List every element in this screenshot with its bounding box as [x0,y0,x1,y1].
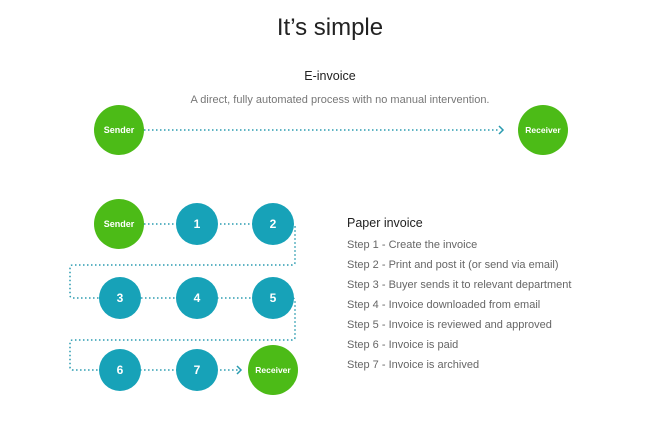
step-node-5 [252,277,294,319]
step-node-7 [176,349,218,391]
paper-sender-node-label: Sender [104,219,135,229]
step-node-1 [176,203,218,245]
step-item: Step 7 - Invoice is archived [347,359,480,371]
step-node-7-label: 7 [194,363,201,377]
step-item: Step 6 - Invoice is paid [347,339,459,351]
step-node-2-label: 2 [270,217,277,231]
step-node-1-label: 1 [194,217,201,231]
paper-sender-node [94,199,144,249]
step-node-6 [99,349,141,391]
step-node-5-label: 5 [270,291,277,305]
step-item: Step 1 - Create the invoice [347,239,478,251]
step-node-2 [252,203,294,245]
step-item: Step 5 - Invoice is reviewed and approve… [347,319,552,331]
step-item: Step 3 - Buyer sends it to relevant depa… [347,279,572,291]
paper-receiver-node-label: Receiver [255,365,291,375]
step-node-6-label: 6 [117,363,124,377]
step-node-4-label: 4 [194,291,201,305]
einvoice-receiver-node-label: Receiver [525,125,561,135]
einvoice-sender-node-label: Sender [104,125,135,135]
step-item: Step 4 - Invoice downloaded from email [347,299,541,311]
arrow-icon [236,365,243,375]
einvoice-description: A direct, fully automated process with n… [190,94,490,106]
arrow-icon [498,125,505,135]
step-item: Step 2 - Print and post it (or send via … [347,259,559,271]
step-node-4 [176,277,218,319]
paper-invoice-title: Paper invoice [347,216,423,230]
step-node-3 [99,277,141,319]
paper-receiver-node [248,345,298,395]
einvoice-sender-node [94,105,144,155]
step-node-3-label: 3 [117,291,124,305]
einvoice-title: E-invoice [304,69,356,83]
einvoice-receiver-node [518,105,568,155]
page-title: It’s simple [276,14,384,41]
